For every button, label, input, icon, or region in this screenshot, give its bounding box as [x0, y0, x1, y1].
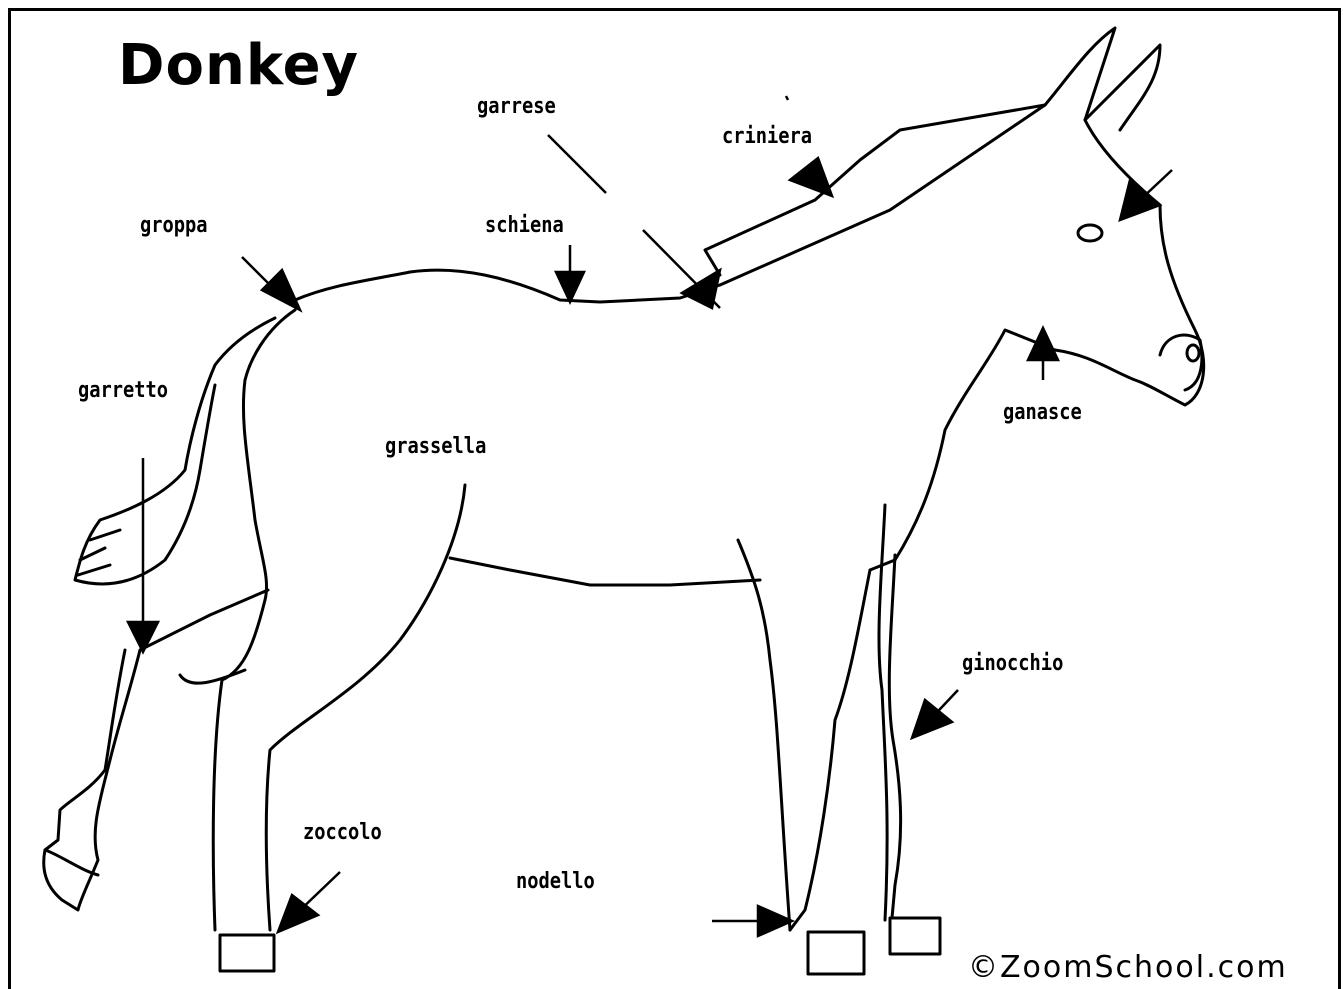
donkey-nostril [1187, 345, 1199, 361]
label-schiena: schiena [485, 215, 564, 237]
donkey-ear-left [1045, 28, 1115, 120]
arrowhead-groppa [262, 270, 300, 310]
arrowhead-garretto [128, 622, 158, 652]
arrowhead-criniera [790, 158, 832, 196]
donkey-hoof-hind-far [45, 850, 98, 875]
label-ginocchio: ginocchio [962, 653, 1063, 675]
donkey-hoof-front-near [808, 932, 864, 974]
donkey-front-leg-far [879, 505, 901, 920]
pointer-line-garrese [548, 135, 606, 193]
donkey-head-outline [1055, 120, 1204, 405]
arrowhead-zoccolo [278, 895, 318, 932]
donkey-front-leg-inner [738, 540, 790, 930]
arrowhead-nodello [758, 906, 792, 936]
label-nodello: nodello [516, 871, 595, 893]
arrowhead-schiena [556, 272, 584, 302]
copyright-text: ©ZoomSchool.com [968, 953, 1288, 983]
donkey-hind-leg-far [44, 590, 268, 910]
label-grassella: grassella [385, 436, 486, 458]
donkey-hind-leg-back [213, 310, 295, 930]
label-garrese: garrese [477, 96, 556, 118]
pointer-line-criniera [786, 96, 788, 100]
donkey-muzzle [1160, 335, 1202, 390]
label-ganasce: ganasce [1003, 402, 1082, 424]
donkey-front-leg-near [790, 570, 870, 930]
label-garretto: garretto [78, 380, 168, 402]
donkey-hind-leg-near [266, 485, 465, 930]
donkey-back-outline [295, 270, 720, 302]
label-criniera: criniera [722, 126, 812, 148]
arrowhead-ginocchio [912, 700, 952, 738]
diagram-title: Donkey [118, 38, 359, 94]
donkey-hoof-front-far [890, 918, 940, 954]
label-zoccolo: zoccolo [303, 822, 382, 844]
donkey-eye [1078, 225, 1102, 241]
donkey-hoof-hind-near [220, 935, 274, 971]
arrowhead-ganasce [1028, 328, 1058, 360]
donkey-belly-outline [450, 558, 760, 585]
donkey-chest-outline [870, 330, 1055, 570]
label-groppa: groppa [140, 215, 208, 237]
